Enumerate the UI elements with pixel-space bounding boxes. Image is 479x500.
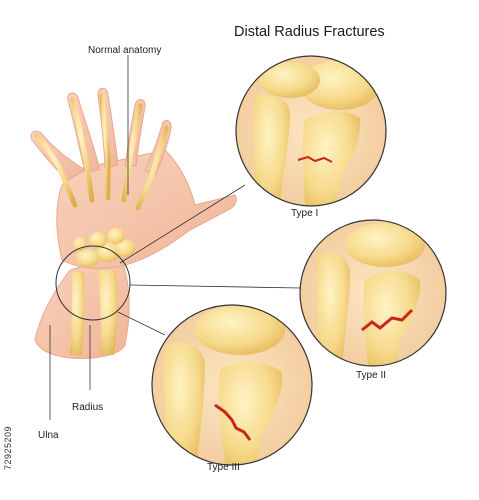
type-i-panel — [235, 55, 387, 207]
radius-bone — [98, 270, 118, 355]
stock-id: 72925209 — [3, 425, 13, 470]
hand-illustration — [30, 87, 237, 359]
type-ii-panel — [299, 219, 447, 367]
label-ulna: Ulna — [38, 430, 59, 441]
label-normal-anatomy: Normal anatomy — [88, 45, 162, 56]
connector-lines — [49, 55, 301, 420]
label-type-iii: Type III — [207, 462, 240, 473]
diagram-title: Distal Radius Fractures — [234, 24, 385, 40]
label-type-ii: Type II — [356, 370, 387, 381]
label-radius: Radius — [72, 402, 104, 413]
type-iii-panel — [151, 304, 313, 466]
ulna-bone — [70, 272, 85, 355]
wrist-focus-circle — [55, 245, 131, 321]
finger-bones — [34, 93, 169, 211]
label-type-i: Type I — [291, 208, 319, 219]
